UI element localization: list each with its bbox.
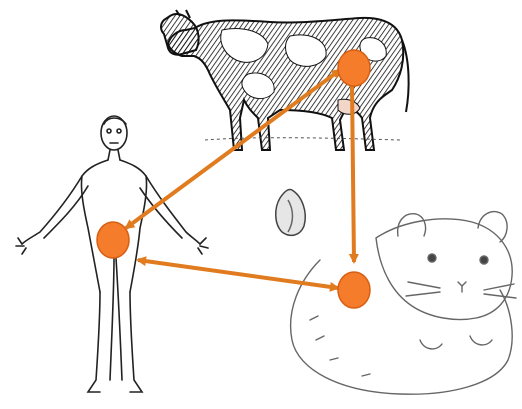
cow-node: [338, 50, 370, 86]
cow-illustration: [161, 10, 409, 150]
hamster-node: [338, 272, 370, 308]
hamster-illustration: [291, 212, 516, 395]
arrow-cow-hamster: [352, 86, 354, 262]
human-node: [97, 222, 129, 258]
seed-illustration: [276, 189, 306, 235]
